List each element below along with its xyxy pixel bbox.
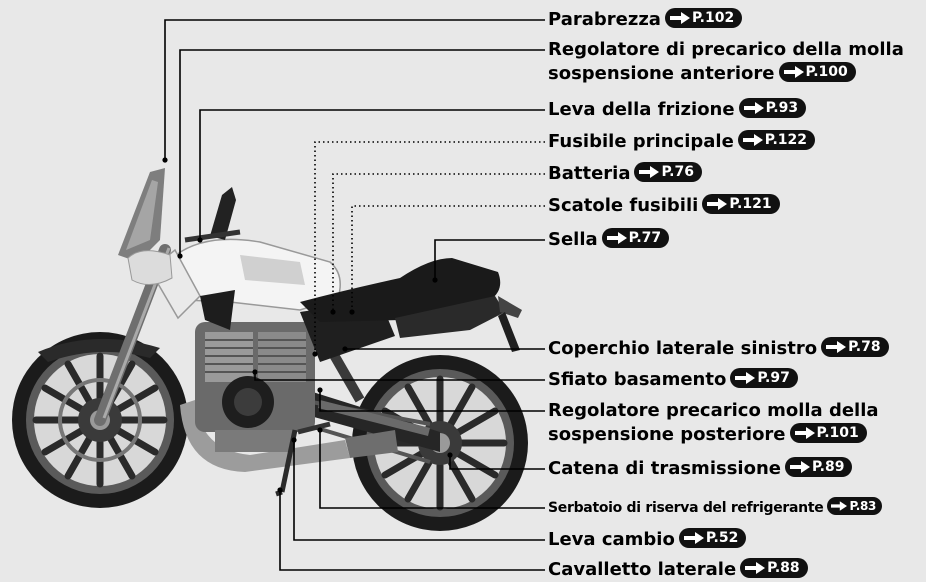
label-text-line2: sospensione anteriore [548, 63, 775, 84]
leader-regolatore-posteriore [319, 390, 545, 412]
label-regolatore-posteriore: Regolatore precarico molla della sospens… [548, 399, 879, 447]
leader-leva-cambio [293, 440, 545, 541]
page-ref-badge[interactable]: P.101 [789, 423, 867, 443]
page-ref-badge[interactable]: P.76 [634, 162, 702, 182]
label-text: Parabrezza [548, 9, 661, 30]
leader-batteria [332, 173, 545, 312]
front-wheel [12, 332, 188, 508]
leader-scatole [351, 205, 545, 312]
page-ref-badge[interactable]: P.122 [737, 130, 816, 150]
label-text: Scatole fusibili [548, 195, 699, 216]
arrow-right-icon [639, 166, 660, 178]
label-text-line2: sospensione posteriore [548, 424, 786, 445]
label-text: Batteria [548, 163, 631, 184]
page-ref-badge[interactable]: P.93 [738, 98, 807, 118]
leader-catena [449, 455, 545, 470]
arrow-right-icon [826, 341, 847, 353]
arrow-right-icon [743, 102, 764, 114]
arrow-right-icon [794, 427, 815, 439]
page-ref-badge[interactable]: P.52 [678, 528, 747, 548]
page-ref-badge[interactable]: P.100 [778, 62, 856, 82]
arrow-right-icon [745, 562, 766, 574]
leader-sella [434, 239, 545, 280]
arrow-right-icon [831, 501, 848, 511]
mirror [210, 187, 236, 240]
leader-regolatore-anteriore [179, 49, 545, 256]
label-text: Leva cambio [548, 529, 675, 550]
label-text: Coperchio laterale sinistro [548, 338, 818, 359]
page-ref-badge[interactable]: P.121 [702, 194, 780, 214]
arrow-right-icon [789, 461, 810, 473]
label-text: Leva della frizione [548, 99, 735, 120]
page-ref-badge[interactable]: P.77 [601, 228, 670, 248]
label-text: Serbatoio di riserva del refrigerante [548, 500, 824, 516]
arrow-right-icon [669, 12, 690, 24]
leader-leva-frizione [199, 109, 545, 240]
arrow-right-icon [783, 66, 804, 78]
label-text: Sella [548, 229, 598, 250]
arrow-right-icon [606, 232, 627, 244]
label-text-line1: Regolatore di precarico della molla [548, 39, 904, 60]
label-text: Fusibile principale [548, 131, 734, 152]
arrow-right-icon [707, 198, 728, 210]
arrow-right-icon [683, 532, 704, 544]
page-ref-badge[interactable]: P.97 [730, 368, 798, 388]
label-text: Catena di trasmissione [548, 458, 781, 479]
page-ref-badge[interactable]: P.89 [784, 457, 853, 477]
tail-section [395, 296, 505, 338]
leader-cavalletto [279, 490, 545, 571]
label-text: Cavalletto laterale [548, 559, 737, 580]
leader-parabrezza [164, 19, 545, 160]
page-ref-badge[interactable]: P.83 [827, 497, 883, 515]
leader-serbatoio [319, 430, 545, 509]
leader-sfiato [254, 372, 545, 381]
label-regolatore-anteriore: Regolatore di precarico della molla sosp… [548, 38, 904, 86]
page-ref-badge[interactable]: P.102 [664, 8, 743, 28]
exhaust [180, 400, 350, 472]
page-ref-badge[interactable]: P.78 [821, 337, 889, 357]
arrow-right-icon [742, 134, 763, 146]
arrow-right-icon [735, 372, 756, 384]
label-text: Sfiato basamento [548, 369, 727, 390]
label-text-line1: Regolatore precarico molla della [548, 400, 879, 421]
leader-fusibile [314, 141, 545, 354]
page-ref-badge[interactable]: P.88 [740, 558, 808, 578]
